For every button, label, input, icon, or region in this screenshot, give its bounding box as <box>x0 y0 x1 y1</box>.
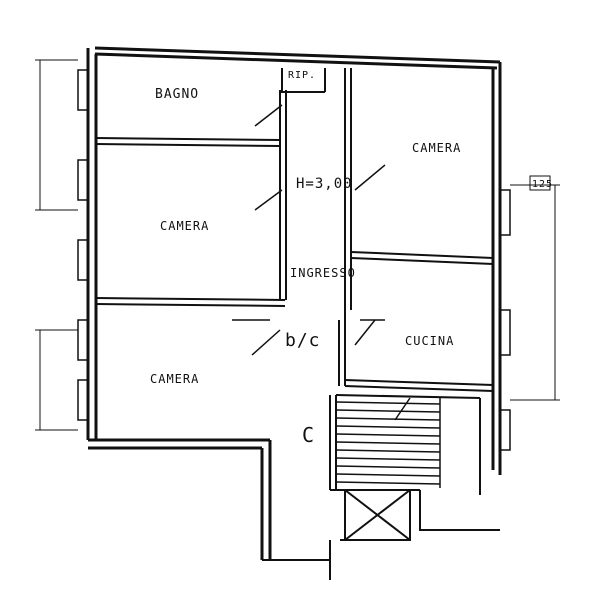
interior-walls <box>95 68 500 580</box>
room-label-cucina: CUCINA <box>405 334 454 348</box>
room-labels: BAGNO RIP. CAMERA H=3,00 CAMERA INGRESSO… <box>150 70 553 447</box>
room-label-bagno: BAGNO <box>155 87 199 102</box>
room-label-ingresso: INGRESSO <box>290 266 356 280</box>
dimension-lines <box>35 59 560 431</box>
windows <box>77 69 511 451</box>
elevator-shaft <box>344 489 411 541</box>
height-label: H=3,00 <box>296 176 353 192</box>
room-label-rip: RIP. <box>288 70 316 81</box>
dimension-tag: 125 <box>532 179 553 190</box>
room-label-camera-bottom-left: CAMERA <box>150 372 199 386</box>
room-label-camera-top-right: CAMERA <box>412 141 461 155</box>
room-label-camera-left: CAMERA <box>160 219 209 233</box>
doors <box>232 104 386 356</box>
room-label-bc: b/c <box>285 330 321 351</box>
room-label-corridor: C <box>302 423 315 447</box>
stairs <box>335 397 441 488</box>
